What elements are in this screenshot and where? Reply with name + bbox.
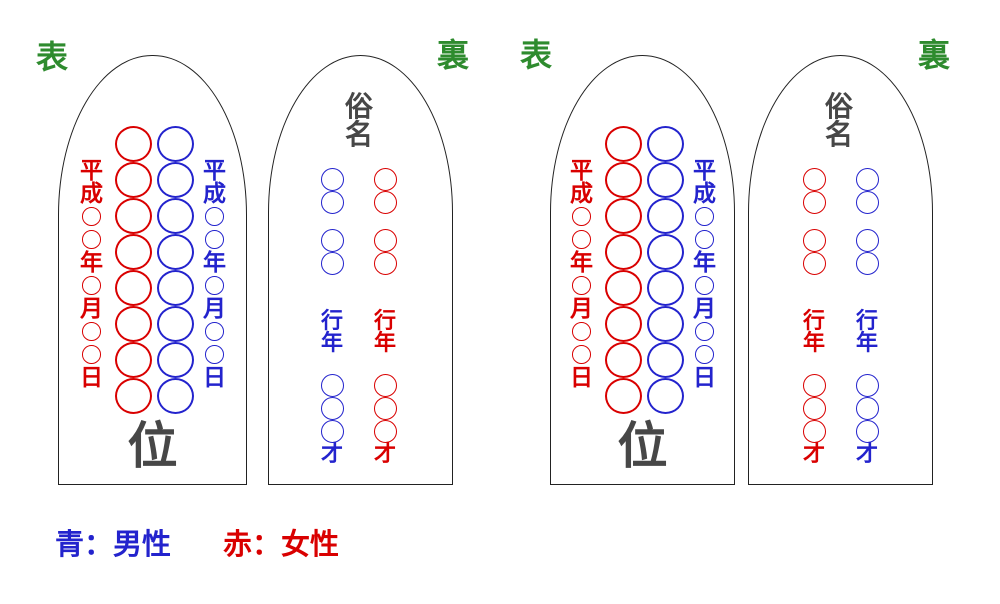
front-side-label-2: 表 <box>520 37 553 73</box>
age-circles-left <box>800 374 828 443</box>
back-side-label-2: 裏 <box>918 37 951 73</box>
age-at-death-label-left: 行年 <box>802 308 825 355</box>
age-unit-left: 才 <box>320 441 343 466</box>
age-at-death-label-right: 行年 <box>855 308 878 355</box>
age-unit-right: 才 <box>373 441 396 466</box>
age-unit-left: 才 <box>802 441 825 466</box>
placeholder-circles-group2-right <box>853 229 881 275</box>
placeholder-circles-group2-left <box>800 229 828 275</box>
placeholder-circles-group2-left <box>318 229 346 275</box>
ihai-tablet-front-2: 平成年月日 平成年月日 位 <box>550 55 735 485</box>
death-date-column-left: 平成年月日 <box>570 158 593 390</box>
placeholder-circles-group1-right <box>853 168 881 214</box>
secular-name-label: 俗名 <box>345 92 374 151</box>
placeholder-circles-group1-left <box>800 168 828 214</box>
placeholder-circles-group1-left <box>318 168 346 214</box>
ihai-tablet-back-2: 俗名 行年 才 行年 才 <box>748 55 933 485</box>
death-date-column-left: 平成年月日 <box>80 158 103 390</box>
rank-character: 位 <box>617 418 668 474</box>
rank-character: 位 <box>127 418 178 474</box>
name-placeholder-circles-left <box>115 126 152 414</box>
name-placeholder-circles-right <box>647 126 684 414</box>
age-circles-right <box>371 374 399 443</box>
front-side-label-1: 表 <box>36 39 69 75</box>
placeholder-circles-group1-right <box>371 168 399 214</box>
ihai-tablet-front-1: 平成年月日 平成年月日 位 <box>58 55 247 485</box>
ihai-tablet-back-1: 俗名 行年 才 行年 才 <box>268 55 453 485</box>
death-date-column-right: 平成年月日 <box>203 158 226 390</box>
legend-female-entry: 赤：女性 <box>223 529 340 561</box>
legend-male-entry: 青：男性 <box>55 529 172 561</box>
name-placeholder-circles-left <box>605 126 642 414</box>
placeholder-circles-group2-right <box>371 229 399 275</box>
age-circles-right <box>853 374 881 443</box>
age-circles-left <box>318 374 346 443</box>
name-placeholder-circles-right <box>157 126 194 414</box>
secular-name-label: 俗名 <box>825 92 854 151</box>
back-side-label-1: 裏 <box>437 37 470 73</box>
death-date-column-right: 平成年月日 <box>693 158 716 390</box>
color-legend: 青：男性 赤：女性 <box>55 528 339 562</box>
age-unit-right: 才 <box>855 441 878 466</box>
age-at-death-label-left: 行年 <box>320 308 343 355</box>
age-at-death-label-right: 行年 <box>373 308 396 355</box>
